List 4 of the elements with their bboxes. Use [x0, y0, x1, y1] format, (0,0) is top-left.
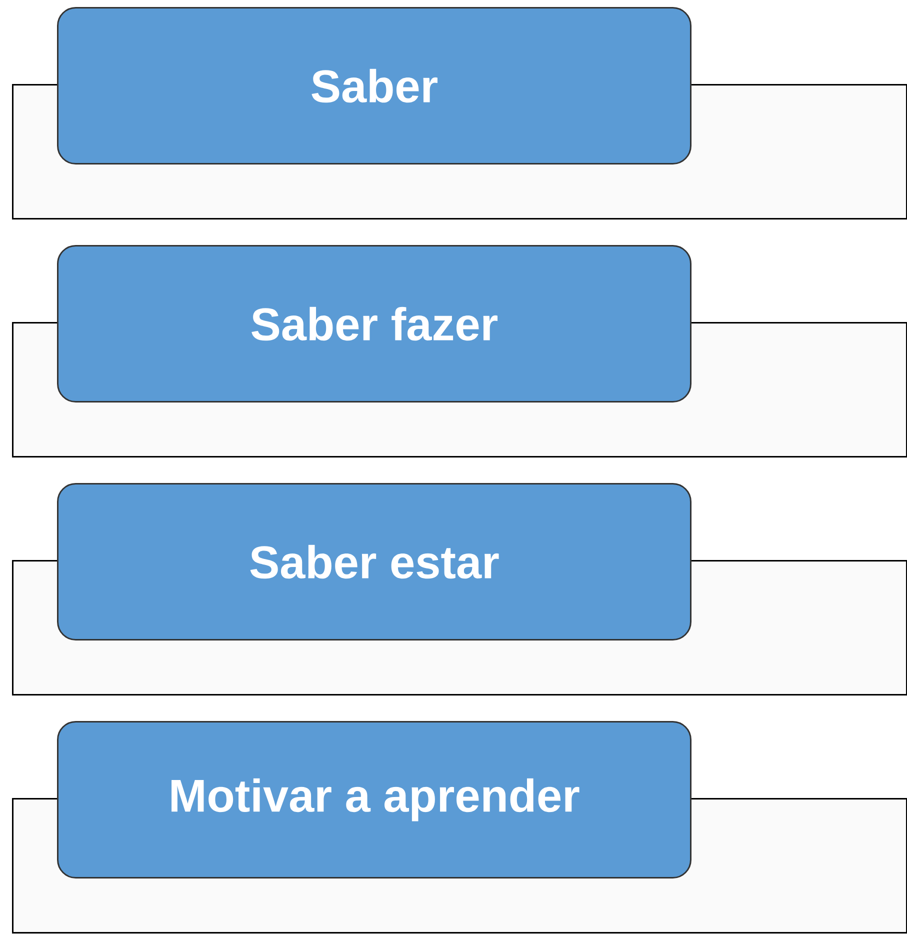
title-box: Saber fazer: [57, 245, 692, 402]
title-box: Motivar a aprender: [57, 721, 692, 878]
title-box: Saber: [57, 7, 692, 164]
title-box: Saber estar: [57, 483, 692, 640]
